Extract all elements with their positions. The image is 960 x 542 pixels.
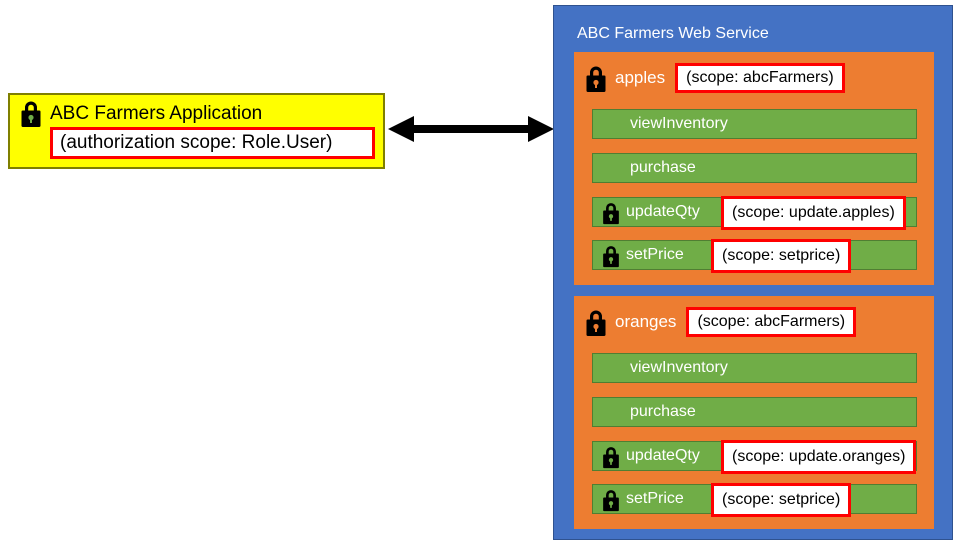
resource-card-oranges: oranges (scope: abcFarmers) viewInventor…: [574, 296, 934, 529]
method-row[interactable]: viewInventory: [592, 109, 917, 139]
padlock-icon: [600, 488, 622, 512]
method-scope-chip: (scope: setprice): [711, 239, 852, 273]
client-authorization-scope-text: (authorization scope: Role.User): [60, 132, 333, 153]
method-label: purchase: [630, 403, 696, 420]
web-service-panel: ABC Farmers Web Service apples (scope: a…: [553, 5, 953, 540]
method-label: updateQty: [626, 447, 700, 464]
method-label: viewInventory: [630, 115, 728, 132]
method-scope-text: (scope: setprice): [722, 491, 841, 508]
method-row[interactable]: setPrice (scope: setprice): [592, 239, 917, 273]
method-label: purchase: [630, 159, 696, 176]
padlock-icon: [600, 445, 622, 469]
method-label: setPrice: [626, 490, 684, 507]
method-row[interactable]: viewInventory: [592, 353, 917, 383]
client-application-box: ABC Farmers Application (authorization s…: [8, 93, 385, 169]
resource-name-apples: apples: [615, 68, 666, 87]
web-service-title: ABC Farmers Web Service: [577, 25, 769, 42]
double-headed-arrow-icon: [388, 112, 554, 146]
method-scope-chip: (scope: update.apples): [721, 196, 906, 230]
padlock-icon: [600, 201, 622, 225]
method-row[interactable]: purchase: [592, 153, 917, 183]
method-scope-chip: (scope: setprice): [711, 483, 852, 517]
method-scope-text: (scope: setprice): [722, 247, 841, 264]
method-scope-text: (scope: update.apples): [732, 204, 895, 221]
resource-header-apples: apples (scope: abcFarmers): [583, 62, 845, 94]
method-row[interactable]: purchase: [592, 397, 917, 427]
resource-scope-chip-oranges: (scope: abcFarmers): [686, 307, 857, 337]
client-authorization-scope-chip: (authorization scope: Role.User): [50, 127, 375, 159]
resource-scope-text-oranges: (scope: abcFarmers): [697, 313, 846, 330]
method-row[interactable]: setPrice (scope: setprice): [592, 483, 917, 517]
padlock-icon: [18, 99, 44, 128]
client-application-title: ABC Farmers Application: [50, 102, 263, 124]
client-application-title-row: ABC Farmers Application: [18, 99, 262, 128]
resource-name-oranges: oranges: [615, 312, 677, 331]
method-row[interactable]: updateQty (scope: update.oranges): [592, 440, 917, 474]
resource-card-apples: apples (scope: abcFarmers) viewInventory…: [574, 52, 934, 285]
padlock-icon: [600, 244, 622, 268]
method-label: setPrice: [626, 246, 684, 263]
padlock-icon: [583, 308, 609, 337]
method-scope-text: (scope: update.oranges): [732, 448, 906, 465]
method-scope-chip: (scope: update.oranges): [721, 440, 917, 474]
resource-scope-text-apples: (scope: abcFarmers): [686, 69, 834, 86]
resource-scope-chip-apples: (scope: abcFarmers): [675, 63, 845, 93]
padlock-icon: [583, 64, 609, 93]
method-label: updateQty: [626, 203, 700, 220]
resource-header-oranges: oranges (scope: abcFarmers): [583, 306, 857, 338]
method-label: viewInventory: [630, 359, 728, 376]
method-row[interactable]: updateQty (scope: update.apples): [592, 196, 917, 230]
